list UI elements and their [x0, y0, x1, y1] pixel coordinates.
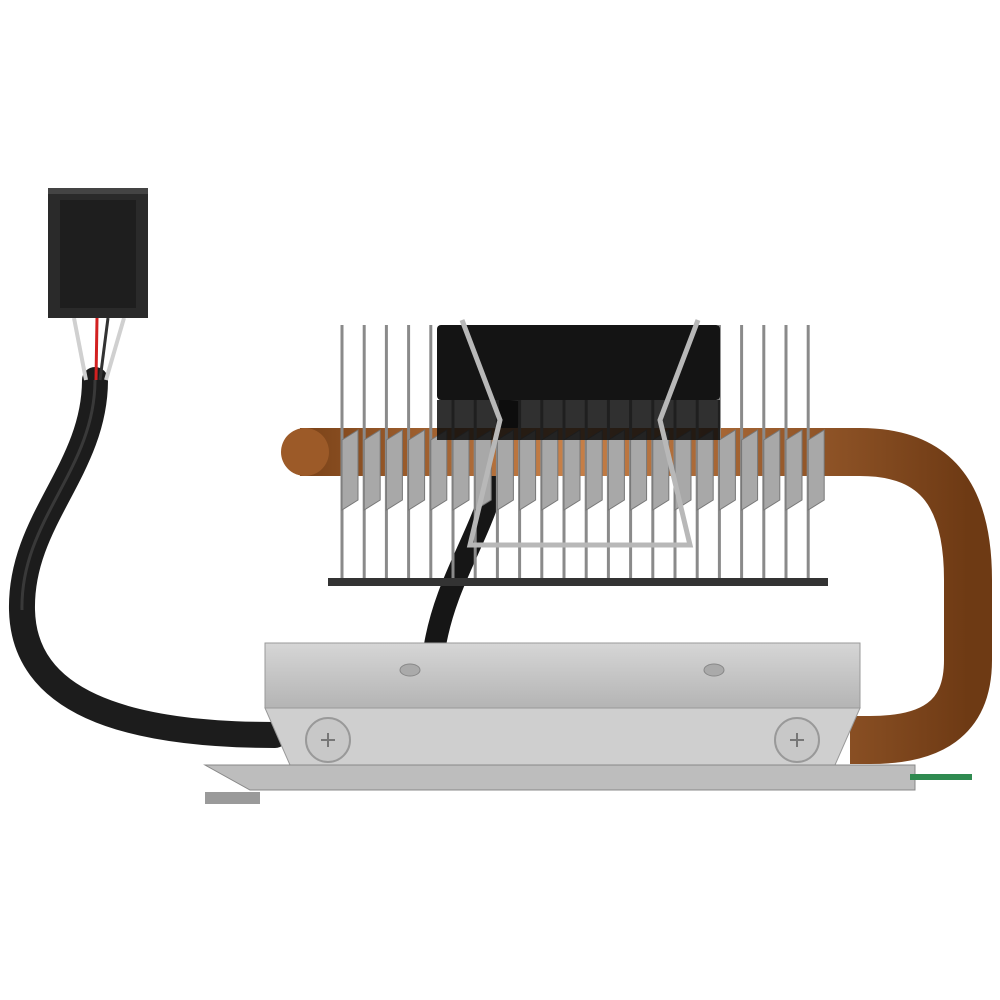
fin-tab [519, 429, 537, 511]
fin-tab [607, 429, 625, 511]
fin-base [328, 578, 828, 586]
fin-tab [807, 429, 825, 511]
fin-tab [563, 429, 581, 511]
heatsink-fins [328, 325, 828, 586]
fin-tab [408, 429, 426, 511]
fin-tab [718, 429, 736, 511]
fin-tab [541, 429, 559, 511]
fin-tab [341, 429, 359, 511]
fin-tab [741, 429, 759, 511]
aluminum-base [203, 642, 972, 804]
wire-clip [459, 319, 701, 548]
fin-tab [696, 429, 714, 511]
fin-tab [785, 429, 803, 511]
fin-tab [585, 429, 603, 511]
fin-tab [763, 429, 781, 511]
fin-tab [363, 429, 381, 511]
fan [437, 325, 720, 440]
fin-tab [630, 429, 648, 511]
pcb-edge [910, 774, 972, 780]
screw-right-icon [774, 717, 820, 763]
wires [72, 317, 126, 381]
fin-tab [452, 429, 470, 511]
fin-tab [385, 429, 403, 511]
fin-tab [430, 429, 448, 511]
fin-tab [496, 429, 514, 511]
cable [8, 367, 288, 748]
screw-left-icon [305, 717, 351, 763]
fan-connector [48, 188, 148, 318]
